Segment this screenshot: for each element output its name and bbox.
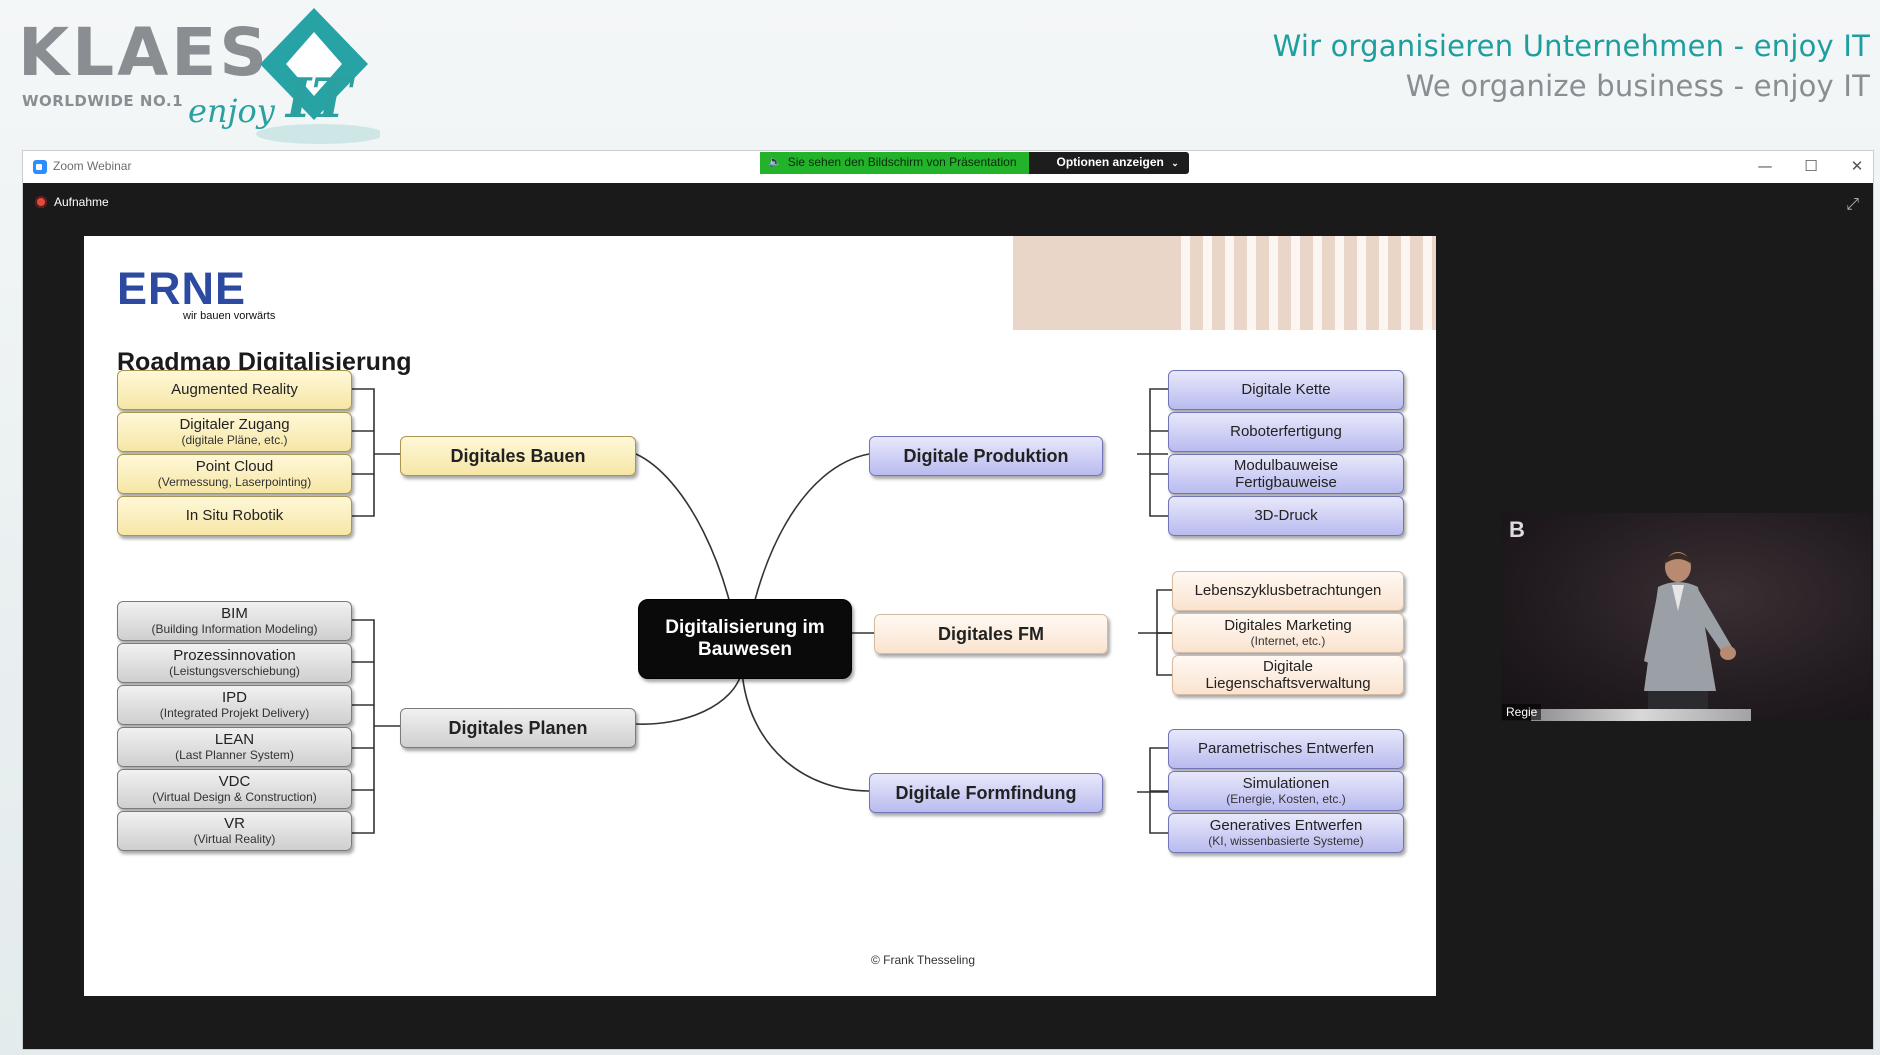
screen-share-banner: 🔈 Sie sehen den Bildschirm von Präsentat… (760, 152, 1189, 174)
brand-badge: B (1509, 517, 1525, 542)
leaf-node: BIM (Building Information Modeling) (117, 601, 352, 641)
leaf-node: 3D-Druck (1168, 496, 1404, 536)
tagline-german: Wir organisieren Unternehmen - enjoy IT (1272, 29, 1870, 63)
stage-floor (1531, 709, 1751, 721)
speaker-figure (1644, 552, 1736, 721)
view-options-button[interactable]: Optionen anzeigen ⌄ (1028, 152, 1189, 174)
shared-slide: ERNE wir bauen vorwärts Roadmap Digitali… (84, 236, 1436, 996)
logo-wordmark: KLAES (18, 14, 270, 91)
slide-copyright: © Frank Thesseling (871, 953, 975, 967)
leaf-node: Modulbauweise Fertigbauweise (1168, 454, 1404, 494)
view-options-label: Optionen anzeigen (1056, 155, 1164, 169)
minimize-button[interactable]: — (1757, 157, 1773, 175)
window-title: Zoom Webinar (53, 159, 132, 173)
leaf-node: Digitale Liegenschaftsverwaltung (1172, 655, 1404, 695)
banner: KLAES WORLDWIDE NO.1 enjoy IT Wir organi… (0, 0, 1880, 150)
video-participant-label: Regie (1502, 704, 1542, 720)
logo-enjoy: enjoy (188, 92, 275, 130)
branch-digitales-fm: Digitales FM (874, 614, 1108, 654)
logo-it: IT (286, 66, 352, 130)
logo-subtitle: WORLDWIDE NO.1 (22, 92, 184, 110)
erne-wordmark: ERNE (117, 263, 247, 314)
leaf-node: IPD (Integrated Projekt Delivery) (117, 685, 352, 725)
recording-indicator[interactable]: Aufnahme (35, 195, 109, 209)
zoom-window: Zoom Webinar 🔈 Sie sehen den Bildschirm … (22, 150, 1874, 1050)
leaf-node: Digitaler Zugang (digitale Pläne, etc.) (117, 412, 352, 452)
leaf-node: Parametrisches Entwerfen (1168, 729, 1404, 769)
speaker-video[interactable]: B Regie (1501, 513, 1871, 721)
branch-digitales-planen: Digitales Planen (400, 708, 636, 748)
leaf-node: Digitales Marketing (Internet, etc.) (1172, 613, 1404, 653)
share-status: 🔈 Sie sehen den Bildschirm von Präsentat… (760, 152, 1029, 174)
zoom-app-icon (33, 160, 47, 174)
leaf-node: Generatives Entwerfen (KI, wissenbasiert… (1168, 813, 1404, 853)
window-controls: — ☐ ✕ (1755, 157, 1867, 175)
leaf-node: LEAN (Last Planner System) (117, 727, 352, 767)
share-status-text: Sie sehen den Bildschirm von Präsentatio… (787, 155, 1017, 169)
recording-label: Aufnahme (54, 195, 109, 209)
fullscreen-icon[interactable]: ⤢ (1846, 194, 1859, 213)
tagline: Wir organisieren Unternehmen - enjoy IT … (1273, 26, 1870, 106)
branch-digitales-bauen: Digitales Bauen (400, 436, 636, 476)
branch-digitale-produktion: Digitale Produktion (869, 436, 1103, 476)
leaf-node: Simulationen (Energie, Kosten, etc.) (1168, 771, 1404, 811)
klaes-logo: KLAES WORLDWIDE NO.1 enjoy IT (18, 6, 380, 151)
record-icon (35, 196, 47, 208)
maximize-button[interactable]: ☐ (1804, 157, 1818, 175)
mindmap-connectors (352, 388, 1172, 834)
logo-diamond-icon (256, 8, 380, 144)
leaf-node: Point Cloud (Vermessung, Laserpointing) (117, 454, 352, 494)
title-bar: Zoom Webinar 🔈 Sie sehen den Bildschirm … (23, 151, 1873, 183)
erne-logo: ERNE wir bauen vorwärts (117, 263, 275, 322)
erne-slogan: wir bauen vorwärts (183, 310, 276, 322)
branch-digitale-formfindung: Digitale Formfindung (869, 773, 1103, 813)
leaf-node: VDC (Virtual Design & Construction) (117, 769, 352, 809)
decorative-stripes (1013, 236, 1436, 330)
leaf-node: Augmented Reality (117, 370, 352, 410)
speaker-icon: 🔈 (768, 156, 782, 168)
close-button[interactable]: ✕ (1850, 157, 1864, 175)
chevron-down-icon: ⌄ (1171, 158, 1179, 168)
leaf-node: VR (Virtual Reality) (117, 811, 352, 851)
leaf-node: Prozessinnovation (Leistungsverschiebung… (117, 643, 352, 683)
leaf-node: Lebenszyklusbetrachtungen (1172, 571, 1404, 611)
leaf-node: In Situ Robotik (117, 496, 352, 536)
tagline-english: We organize business - enjoy IT (1405, 69, 1870, 103)
leaf-node: Digitale Kette (1168, 370, 1404, 410)
center-node: Digitalisierung im Bauwesen (638, 599, 852, 679)
leaf-node: Roboterfertigung (1168, 412, 1404, 452)
